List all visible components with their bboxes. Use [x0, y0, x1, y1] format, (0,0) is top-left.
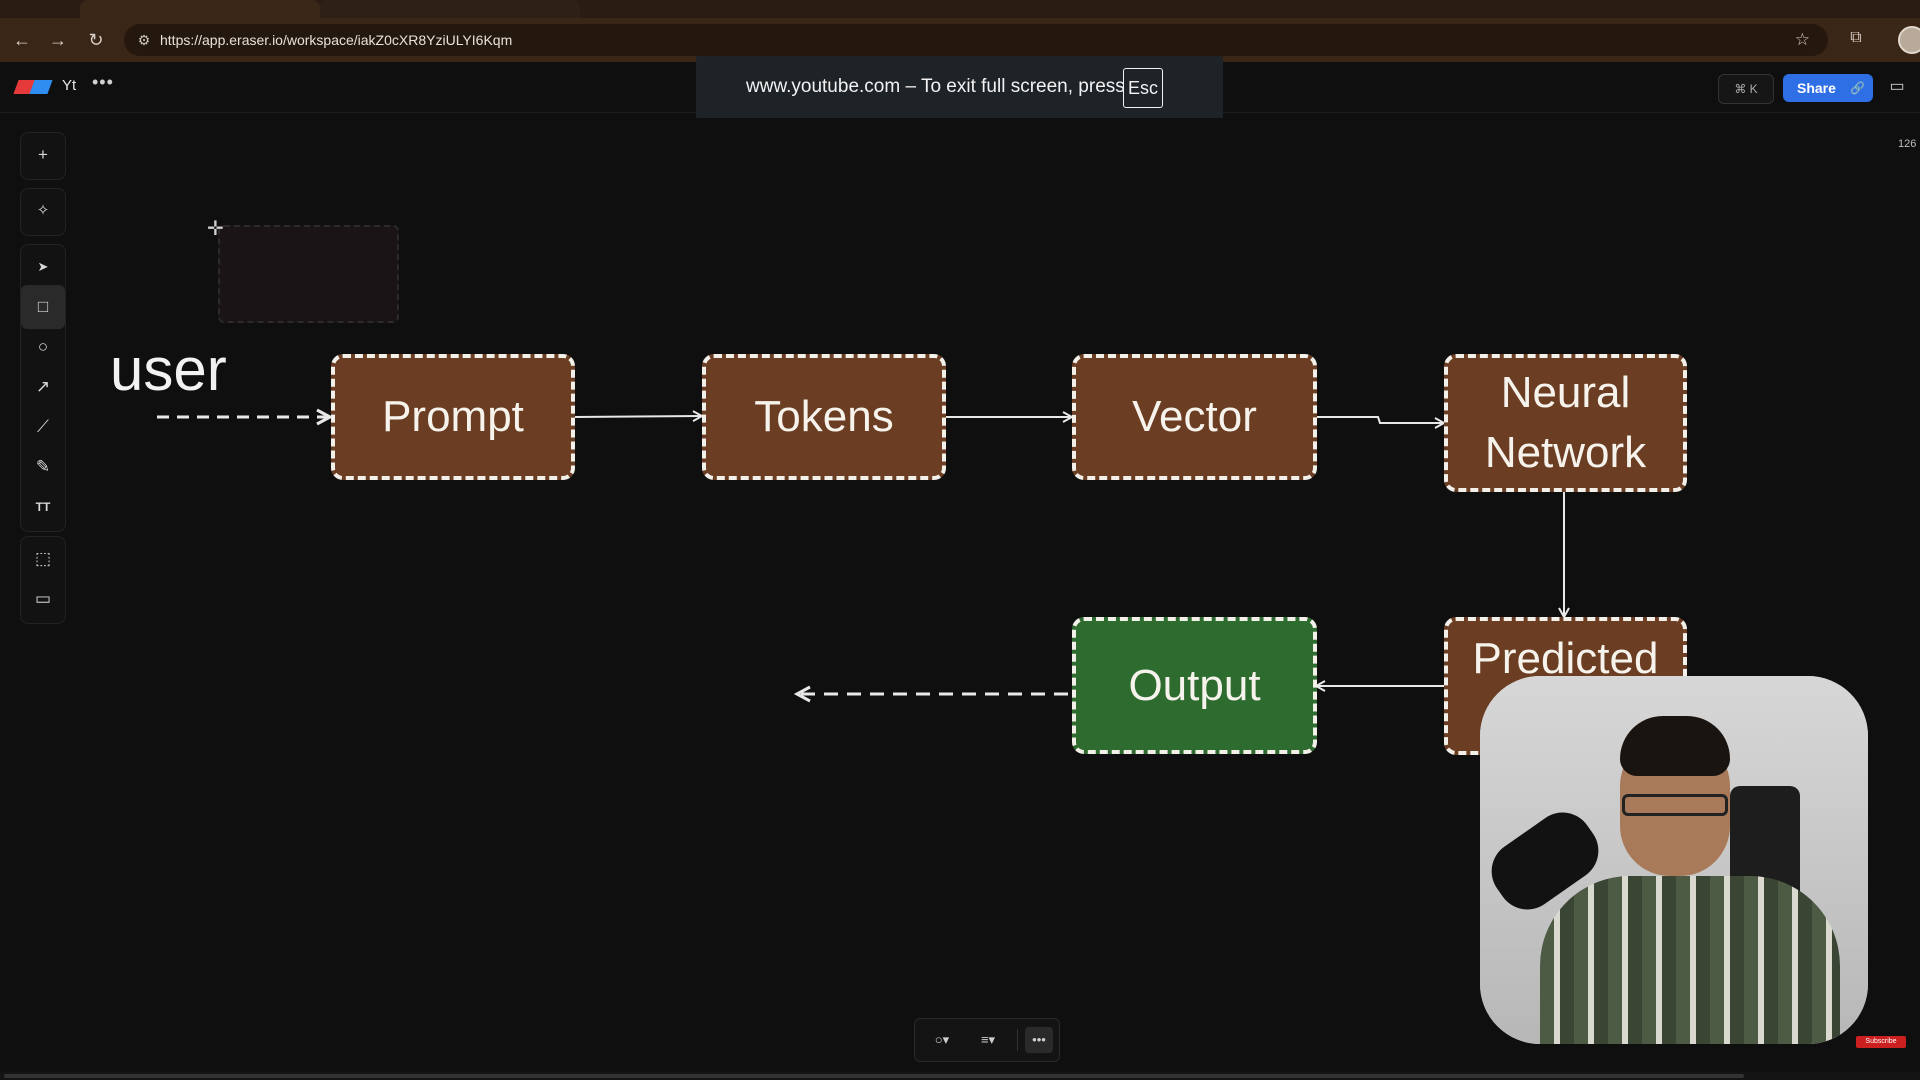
align-icon[interactable]: ≡▾: [980, 1032, 996, 1047]
subscribe-badge[interactable]: Subscribe: [1856, 1036, 1906, 1048]
comment-tool-icon[interactable]: ▭: [34, 589, 52, 608]
share-label: Share: [1797, 80, 1836, 96]
line-tool-icon[interactable]: ⟋: [37, 417, 49, 436]
ai-tool-group: ✧: [20, 188, 66, 236]
webcam-overlay: [1480, 676, 1868, 1044]
workspace-name[interactable]: Yt: [62, 77, 77, 94]
connector-prompt-tokens: [573, 416, 702, 417]
browser-tab[interactable]: [320, 0, 580, 18]
more-menu-icon[interactable]: •••: [92, 72, 114, 92]
browser-toolbar: ← → ↻ ⚙ https://app.eraser.io/workspace/…: [0, 18, 1920, 62]
bottom-toolbar: ○▾ ≡▾ •••: [914, 1018, 1060, 1062]
connector-vector-neural: [1316, 416, 1444, 423]
node-output[interactable]: Output: [1072, 617, 1317, 754]
draw-tools-group: ➤ □ ○ ↗ ⟋ ✎ TT: [20, 244, 66, 532]
address-bar[interactable]: ⚙ https://app.eraser.io/workspace/iakZ0c…: [124, 24, 1828, 56]
puzzle-icon[interactable]: ⧉: [1850, 29, 1862, 46]
avatar[interactable]: [1898, 26, 1920, 54]
node-vector[interactable]: Vector: [1072, 354, 1317, 480]
frame-tools-group: ⬚ ▭: [20, 536, 66, 624]
divider: [1017, 1029, 1018, 1051]
zoom-level: 126: [1898, 138, 1917, 150]
rectangle-tool-icon[interactable]: □: [21, 285, 65, 329]
drawing-rectangle-preview[interactable]: [218, 225, 399, 323]
link-icon[interactable]: 🔗: [1850, 81, 1865, 95]
fullscreen-message: www.youtube.com – To exit full screen, p…: [746, 76, 1125, 97]
text-tool-icon[interactable]: TT: [35, 500, 51, 514]
circle-icon[interactable]: ○▾: [934, 1032, 950, 1047]
share-button[interactable]: Share 🔗: [1783, 74, 1873, 102]
star-icon[interactable]: ☆: [1794, 30, 1810, 49]
browser-tab[interactable]: [80, 0, 320, 18]
comments-icon[interactable]: ▭: [1889, 78, 1905, 95]
arrow-tool-icon[interactable]: ↗: [35, 377, 51, 396]
crosshair-cursor-icon: ✛: [207, 218, 224, 240]
esc-key: Esc: [1123, 68, 1163, 108]
node-tokens[interactable]: Tokens: [702, 354, 946, 480]
pencil-tool-icon[interactable]: ✎: [35, 457, 51, 476]
site-settings-icon[interactable]: ⚙: [137, 32, 151, 48]
add-tool-group: +: [20, 132, 66, 180]
frame-tool-icon[interactable]: ⬚: [34, 549, 52, 568]
ai-magic-icon[interactable]: ✧: [36, 202, 50, 219]
url-text: https://app.eraser.io/workspace/iakZ0cXR…: [160, 32, 513, 48]
more-options-button[interactable]: •••: [1025, 1027, 1053, 1053]
node-prompt[interactable]: Prompt: [331, 354, 575, 480]
horizontal-scrollbar[interactable]: [0, 1072, 1920, 1080]
command-palette-button[interactable]: ⌘ K: [1718, 74, 1774, 104]
back-icon[interactable]: ←: [13, 30, 31, 50]
add-icon[interactable]: +: [38, 145, 48, 164]
user-label[interactable]: user: [110, 336, 227, 403]
reload-icon[interactable]: ↻: [88, 30, 104, 50]
browser-tab-strip: [0, 0, 1920, 18]
node-neural-network[interactable]: Neural Network: [1444, 354, 1687, 492]
fullscreen-notice: www.youtube.com – To exit full screen, p…: [696, 56, 1223, 118]
forward-icon[interactable]: →: [49, 30, 67, 50]
select-tool-icon[interactable]: ➤: [37, 259, 49, 274]
ellipse-tool-icon[interactable]: ○: [37, 337, 49, 356]
